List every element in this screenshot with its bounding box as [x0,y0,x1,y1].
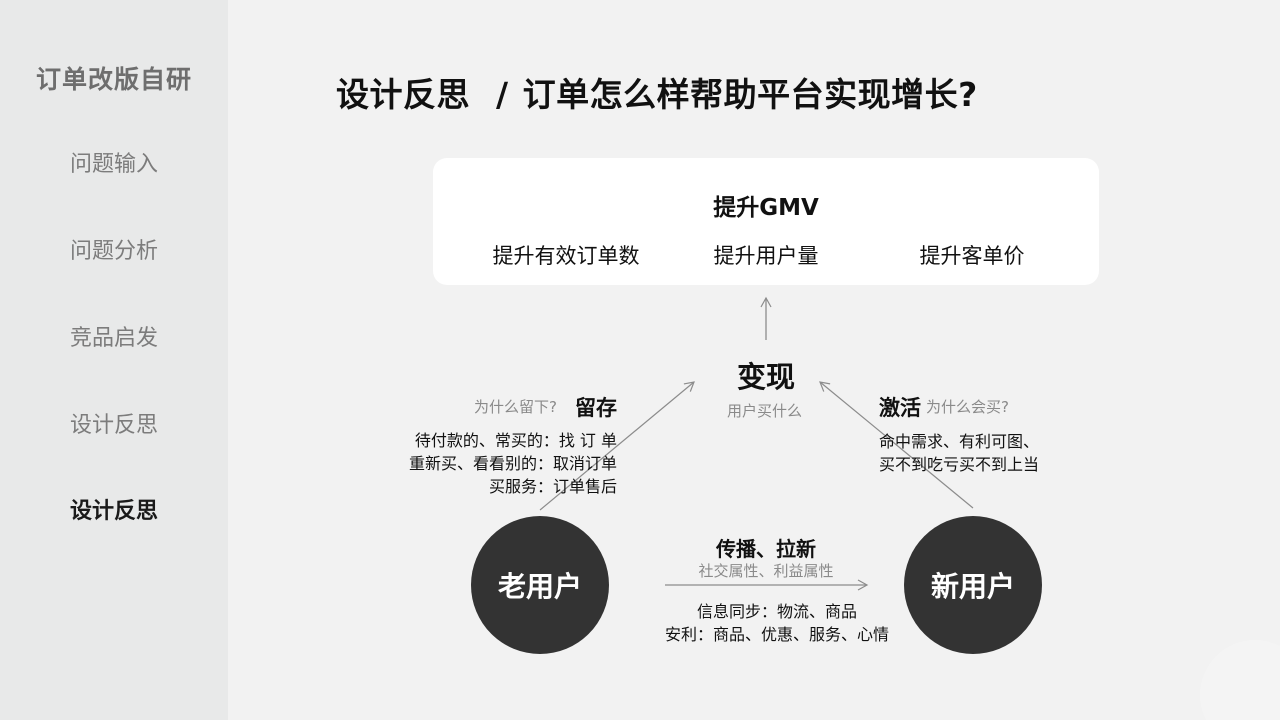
center-node-subtitle: 用户买什么 [727,402,803,420]
goal-item-user-count: 提升用户量 [713,244,819,268]
sidebar: 订单改版自研 问题输入 问题分析 竞品启发 设计反思 设计反思 [0,0,228,720]
center-node-title: 变现 [737,360,796,394]
sidebar-item-problem-input[interactable]: 问题输入 [69,152,158,177]
old-user-label: 老用户 [497,570,582,603]
new-user-label: 新用户 [930,570,1015,603]
spread-line-2: 安利：商品、优惠、服务、心情 [664,625,890,644]
sidebar-item-design-reflection[interactable]: 设计反思 [69,413,158,438]
activation-title: 激活 [879,396,921,420]
retention-line-1: 待付款的、常买的：找 订 单 [414,431,617,450]
sidebar-title: 订单改版自研 [35,65,192,94]
corner-decoration [1200,640,1280,720]
sidebar-item-competitor-insights[interactable]: 竞品启发 [69,326,158,351]
activation-question: 为什么会买? [926,398,1009,416]
sidebar-item-design-reflection-active[interactable]: 设计反思 [69,499,158,524]
page-title-question: 订单怎么样帮助平台实现增长? [522,75,978,114]
goal-item-valid-orders: 提升有效订单数 [492,244,640,268]
new-user-circle: 新用户 [904,516,1042,654]
page-title: 设计反思 / 订单怎么样帮助平台实现增长? [336,68,978,116]
page-title-separator: / [496,75,509,114]
retention-line-3: 买服务：订单售后 [488,477,617,496]
page-title-section: 设计反思 [336,75,470,114]
retention-title: 留存 [575,396,617,420]
retention-line-2: 重新买、看看别的：取消订单 [408,454,617,473]
goal-item-order-value: 提升客单价 [919,244,1025,268]
goal-card: 提升GMV 提升有效订单数 提升用户量 提升客单价 [433,158,1099,285]
sidebar-item-problem-analysis[interactable]: 问题分析 [69,239,158,264]
spread-subtitle: 社交属性、利益属性 [698,562,834,580]
goal-title: 提升GMV [713,195,819,221]
retention-question: 为什么留下? [474,398,557,416]
activation-line-2: 买不到吃亏买不到上当 [879,455,1040,474]
spread-line-1: 信息同步：物流、商品 [696,602,858,621]
spread-title: 传播、拉新 [716,537,816,561]
activation-line-1: 命中需求、有利可图、 [879,432,1040,451]
old-user-circle: 老用户 [471,516,609,654]
